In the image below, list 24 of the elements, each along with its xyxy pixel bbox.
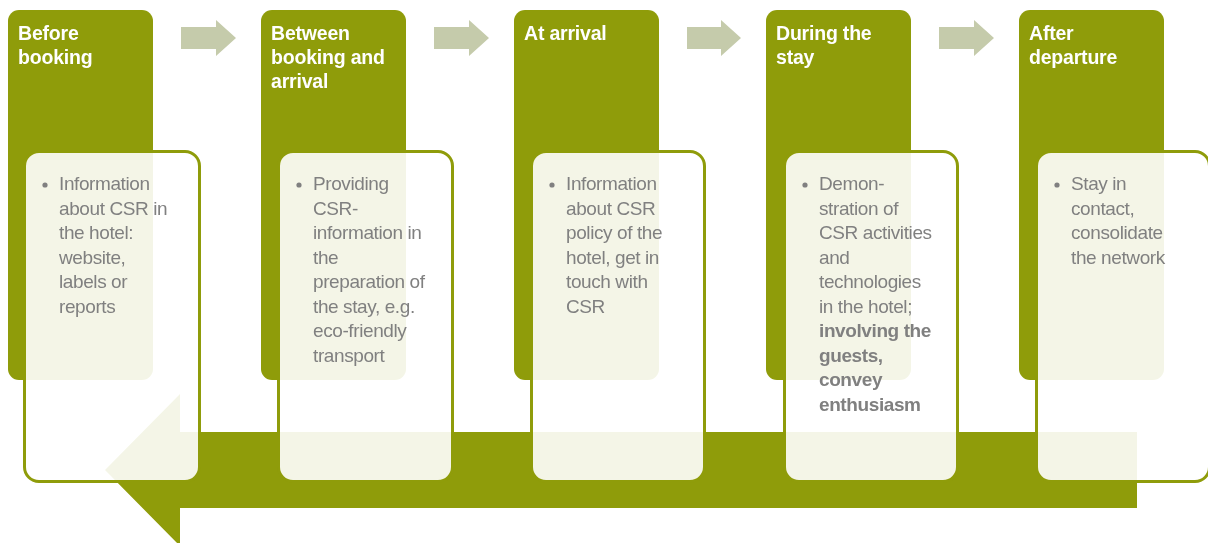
stage-header-box <box>514 10 659 150</box>
stage-heading: Before booking <box>18 21 94 69</box>
bullet-text: Stay in contact, consolidate the network <box>1071 172 1166 270</box>
bullet-text: Information about CSR in the hotel: website, labels or reports <box>59 172 169 319</box>
bullet-text-box <box>1035 150 1208 483</box>
stage-header-box <box>1019 10 1164 150</box>
bullet-text-box <box>23 150 201 483</box>
bullet-text: Demon-stration of CSR activities and technologies in the hotel; involving the guests, convey enthusiasm <box>819 172 933 417</box>
stage-header-box <box>766 10 911 150</box>
bullet-text-box <box>530 150 706 483</box>
stage-header-box <box>261 10 406 150</box>
arrow <box>939 20 994 56</box>
bullet-text: Information about CSR policy of the hotel, get in touch with CSR <box>566 172 664 319</box>
stage-heading: During the stay <box>776 21 873 69</box>
arrow <box>434 20 489 56</box>
bullet-text: Providing CSR-information in the preparation of the stay, e.g. eco-friendly transport <box>313 172 426 368</box>
arrow <box>181 20 236 56</box>
bullet-text-box <box>783 150 959 483</box>
arrow <box>687 20 741 56</box>
stage-heading: At arrival <box>524 21 608 45</box>
stage-heading: Between booking and arrival <box>271 21 386 93</box>
bullet-text-box <box>277 150 454 483</box>
stage-heading: After departure <box>1029 21 1119 69</box>
stage-header-box <box>8 10 153 150</box>
